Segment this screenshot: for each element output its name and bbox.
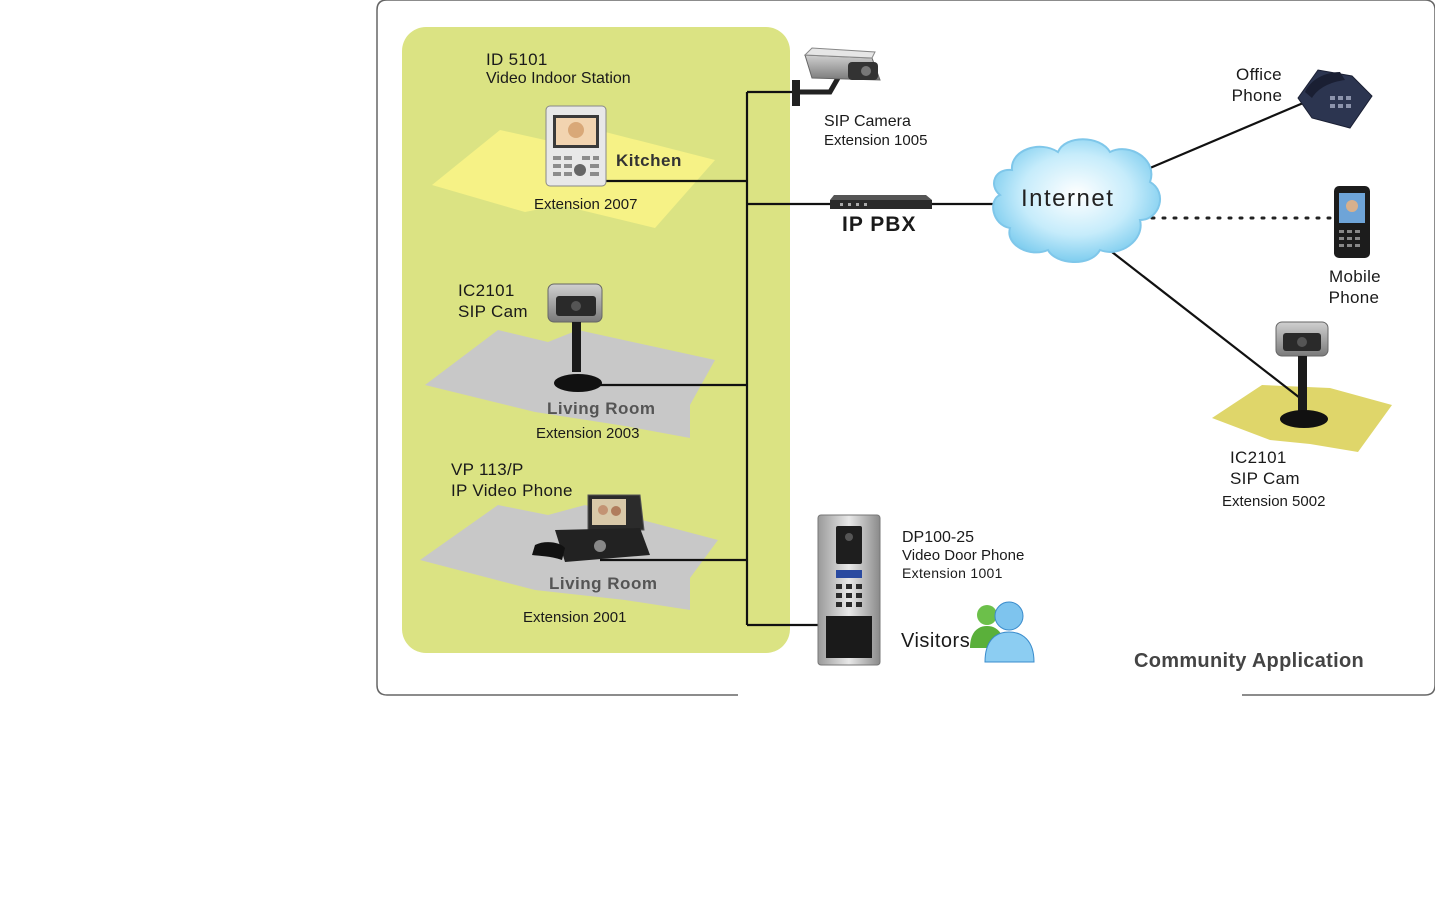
- video-phone-extension: Extension 2001: [523, 609, 627, 626]
- mobile-phone-label-2: Phone: [1328, 288, 1380, 307]
- mobile-phone-label-1: Mobile: [1329, 267, 1381, 286]
- outer-frame: [376, 0, 1435, 696]
- home-cam-name: SIP Cam: [458, 302, 528, 321]
- home-cam-extension: Extension 2003: [536, 425, 640, 442]
- community-application-caption: Community Application: [1134, 650, 1365, 672]
- indoor-station-extension: Extension 2007: [534, 196, 638, 213]
- home-cam-model: IC2101: [458, 281, 515, 300]
- indoor-station-icon: [545, 105, 607, 187]
- pbx-icon: [830, 195, 932, 209]
- wiring: [600, 90, 1316, 627]
- visitors-icon: [970, 601, 1035, 663]
- door-phone-model: DP100-25: [902, 529, 975, 546]
- pbx-label: IP PBX: [842, 213, 917, 236]
- door-phone-extension: Extension 1001: [902, 565, 1003, 581]
- ip-cam-icon: [547, 283, 603, 392]
- remote-cam-icon: [1275, 321, 1329, 428]
- video-phone-model: VP 113/P: [451, 460, 524, 479]
- door-phone-name: Video Door Phone: [902, 547, 1025, 564]
- living-room-label-1: Living Room: [547, 399, 656, 418]
- remote-cam-name: SIP Cam: [1230, 469, 1300, 488]
- indoor-station-model: ID 5101: [486, 50, 548, 69]
- sip-camera-icon: [792, 47, 881, 106]
- office-phone-label-1: Office: [1236, 65, 1282, 84]
- sip-camera-name: SIP Camera: [824, 113, 911, 130]
- sip-camera-extension: Extension 1005: [824, 132, 928, 149]
- kitchen-label: Kitchen: [616, 151, 682, 170]
- door-phone-icon: [817, 514, 881, 666]
- video-phone-icon: [532, 494, 650, 562]
- indoor-station-name: Video Indoor Station: [486, 70, 631, 87]
- remote-cam-extension: Extension 5002: [1222, 493, 1326, 510]
- remote-cam-model: IC2101: [1230, 448, 1287, 467]
- cloud-icon: [992, 138, 1161, 264]
- video-phone-name: IP Video Phone: [451, 481, 573, 500]
- living-room-label-2: Living Room: [549, 574, 658, 593]
- visitors-label: Visitors: [901, 630, 971, 652]
- office-phone-label-2: Phone: [1231, 86, 1283, 105]
- mobile-phone-icon: [1334, 186, 1370, 258]
- office-phone-icon: [1297, 69, 1373, 129]
- internet-label: Internet: [1021, 185, 1115, 212]
